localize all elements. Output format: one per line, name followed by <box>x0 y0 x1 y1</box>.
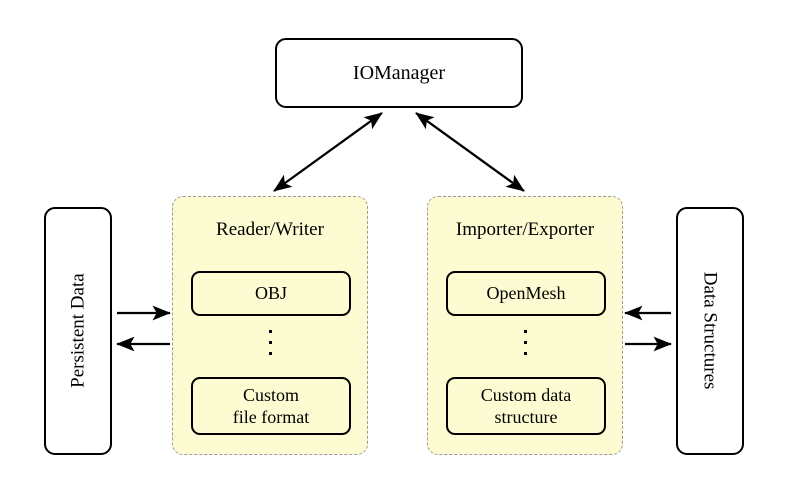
ellipsis-dot <box>268 330 272 333</box>
label-line-1: Custom <box>242 384 299 405</box>
node-persistent-data-label: Persistent Data <box>67 273 89 389</box>
label-line-2: file format <box>232 407 310 427</box>
ellipsis-dot <box>523 341 527 344</box>
node-custom-data-structure[interactable]: Custom data structure <box>446 377 606 435</box>
node-custom-file-format[interactable]: Custom file format <box>191 377 351 435</box>
ellipsis-dot <box>523 352 527 355</box>
node-iomanager[interactable]: IOManager <box>275 38 523 108</box>
node-data-structures-label: Data Structures <box>699 272 721 390</box>
panel-reader-writer-title: Reader/Writer <box>216 219 324 240</box>
ellipsis-dot <box>268 352 272 355</box>
arrow-manager-importer <box>415 112 525 192</box>
panel-importer-exporter-title: Importer/Exporter <box>455 219 595 240</box>
node-openmesh[interactable]: OpenMesh <box>446 271 606 316</box>
arrow-manager-reader <box>273 112 383 192</box>
node-iomanager-label: IOManager <box>352 61 446 84</box>
ellipsis-dot <box>268 341 272 344</box>
ellipsis-dot <box>523 330 527 333</box>
panel-reader-writer[interactable]: Reader/Writer OBJ Custom file format <box>172 196 368 455</box>
node-obj[interactable]: OBJ <box>191 271 351 316</box>
ellipsis-importer-exporter <box>428 330 622 355</box>
panel-importer-exporter[interactable]: Importer/Exporter OpenMesh Custom data s… <box>427 196 623 455</box>
node-custom-file-format-label: Custom file format <box>233 384 309 429</box>
node-data-structures[interactable]: Data Structures <box>676 207 744 455</box>
node-custom-data-structure-label: Custom data structure <box>481 384 572 429</box>
label-line-1: Custom data <box>480 384 572 405</box>
node-obj-label: OBJ <box>254 283 287 304</box>
node-persistent-data[interactable]: Persistent Data <box>44 207 112 455</box>
label-line-2: structure <box>494 407 558 427</box>
node-openmesh-label: OpenMesh <box>486 283 566 304</box>
ellipsis-reader-writer <box>173 330 367 355</box>
